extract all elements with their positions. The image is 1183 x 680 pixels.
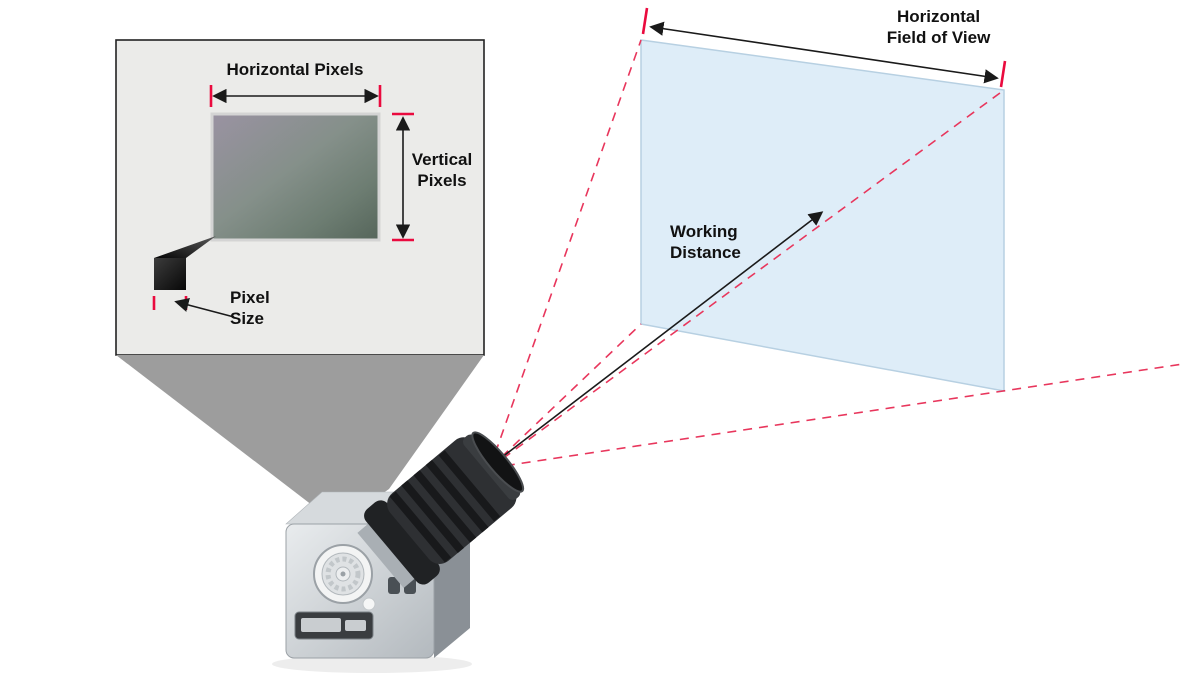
lens-ribs: [389, 450, 501, 563]
dimension-tick: [999, 60, 1007, 88]
pixel-zoom-wedge: [154, 236, 216, 258]
horizontal-fov-label: Horizontal Field of View: [886, 7, 991, 47]
light-rays: [489, 39, 1183, 469]
pixel-square: [154, 258, 186, 290]
camera-lens: [357, 431, 525, 588]
field-of-view-plane: [640, 39, 1005, 392]
working-distance-label: Working Distance: [670, 222, 741, 262]
light-ray-top-left: [489, 39, 642, 469]
vertical-pixels-label: Vertical Pixels: [411, 150, 473, 190]
lens-mount-ring: [357, 521, 418, 588]
working-distance-arrow: [496, 211, 824, 462]
lens-rear-ring: [364, 500, 440, 585]
status-led: [362, 597, 376, 611]
magnifier-funnel: [116, 355, 484, 525]
usb-port: [294, 611, 374, 640]
vertical-pixels-dimension: [392, 112, 414, 242]
horizontal-fov-dimension: [641, 7, 1007, 88]
camera-shadow: [272, 655, 472, 673]
pixel-size-label: Pixel Size: [230, 288, 270, 328]
image-sensor: [210, 112, 381, 242]
light-ray-top-right: [489, 89, 1005, 469]
horizontal-pixels-dimension: [209, 85, 382, 107]
camera: [272, 431, 525, 673]
light-ray-bottom-left: [489, 323, 642, 469]
pixel-size-arrow: [174, 297, 235, 318]
light-ray-bottom-right: [489, 363, 1183, 469]
horizontal-pixels-label: Horizontal Pixels: [226, 60, 364, 79]
io-connector: [313, 544, 373, 604]
lens-front-glass: [471, 431, 525, 493]
dimension-tick: [641, 7, 649, 35]
